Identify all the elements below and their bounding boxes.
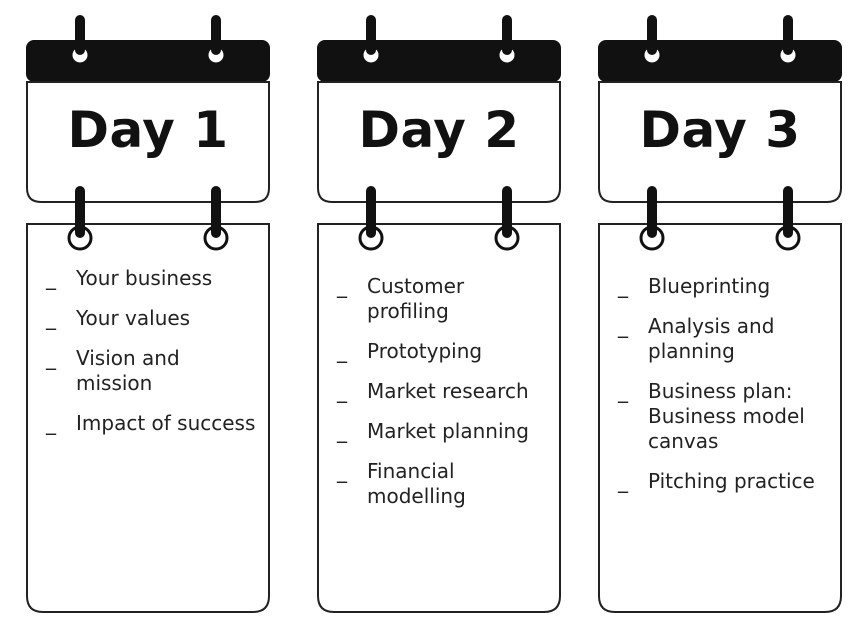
topic-label: Your values (76, 306, 191, 330)
list-item: _ Market planning (337, 419, 551, 444)
bullet: _ (337, 419, 347, 443)
list-item: _ Business plan: Business model canvas (618, 379, 832, 454)
top-ring-left-post (75, 15, 85, 55)
bullet: _ (46, 266, 56, 290)
day-card-1: Day 1 _ Your business _ Your values _ Vi… (26, 0, 270, 635)
topic-label: Business plan: Business model canvas (648, 379, 805, 453)
list-item: _ Pitching practice (618, 469, 832, 494)
topic-label: Impact of success (76, 411, 256, 435)
top-ring-right-post (783, 15, 793, 55)
bullet: _ (618, 314, 628, 338)
notes-panel (26, 223, 270, 613)
calendar-page-icon (317, 15, 561, 613)
bullet: _ (337, 339, 347, 363)
title-panel (317, 81, 561, 203)
list-item: _ Your business (46, 266, 260, 291)
list-item: _ Prototyping (337, 339, 551, 364)
list-item: _ Your values (46, 306, 260, 331)
lower-ring-left-post (366, 186, 376, 238)
topic-label: Market research (367, 379, 529, 403)
day-title: Day 1 (67, 101, 229, 159)
list-item: _ Blueprinting (618, 274, 832, 299)
topic-label: Pitching practice (648, 469, 815, 493)
calendar-page-icon (26, 15, 270, 613)
day-card-2: Day 2 _ Customer profiling _ Prototyping… (317, 0, 561, 635)
bullet: _ (618, 469, 628, 493)
topic-label: Market planning (367, 419, 529, 443)
list-item: _ Market research (337, 379, 551, 404)
bullet: _ (618, 379, 628, 403)
binder-bar (317, 40, 561, 82)
topic-list: _ Customer profiling _ Prototyping _ Mar… (337, 274, 551, 524)
bullet: _ (337, 459, 347, 483)
top-ring-right-post (502, 15, 512, 55)
lower-ring-left-post (647, 186, 657, 238)
bullet: _ (46, 306, 56, 330)
top-ring-left-post (647, 15, 657, 55)
day-card-3: Day 3 _ Blueprinting _ Analysis and plan… (598, 0, 842, 635)
lower-ring-right-post (502, 186, 512, 238)
bullet: _ (337, 274, 347, 298)
topic-label: Prototyping (367, 339, 483, 363)
topic-list: _ Blueprinting _ Analysis and planning _… (618, 274, 832, 509)
topic-label: Vision and mission (76, 346, 180, 395)
topic-label: Customer profiling (367, 274, 465, 323)
topic-list: _ Your business _ Your values _ Vision a… (46, 266, 260, 451)
list-item: _ Customer profiling (337, 274, 551, 324)
top-ring-right-post (211, 15, 221, 55)
bullet: _ (337, 379, 347, 403)
lower-ring-right-post (211, 186, 221, 238)
bullet: _ (46, 411, 56, 435)
notes-panel (598, 223, 842, 613)
list-item: _ Analysis and planning (618, 314, 832, 364)
topic-label: Your business (76, 266, 213, 290)
binder-bar (598, 40, 842, 82)
notes-panel (317, 223, 561, 613)
bullet: _ (618, 274, 628, 298)
title-panel (598, 81, 842, 203)
lower-ring-left-post (75, 186, 85, 238)
lower-ring-right-post (783, 186, 793, 238)
list-item: _ Financial modelling (337, 459, 551, 509)
topic-label: Blueprinting (648, 274, 771, 298)
day-title: Day 2 (358, 101, 520, 159)
topic-label: Analysis and planning (648, 314, 775, 363)
title-panel (26, 81, 270, 203)
calendar-page-icon (598, 15, 842, 613)
topic-label: Financial modelling (367, 459, 466, 508)
bullet: _ (46, 346, 56, 370)
list-item: _ Impact of success (46, 411, 260, 436)
top-ring-left-post (366, 15, 376, 55)
day-title: Day 3 (639, 101, 801, 159)
list-item: _ Vision and mission (46, 346, 260, 396)
binder-bar (26, 40, 270, 82)
